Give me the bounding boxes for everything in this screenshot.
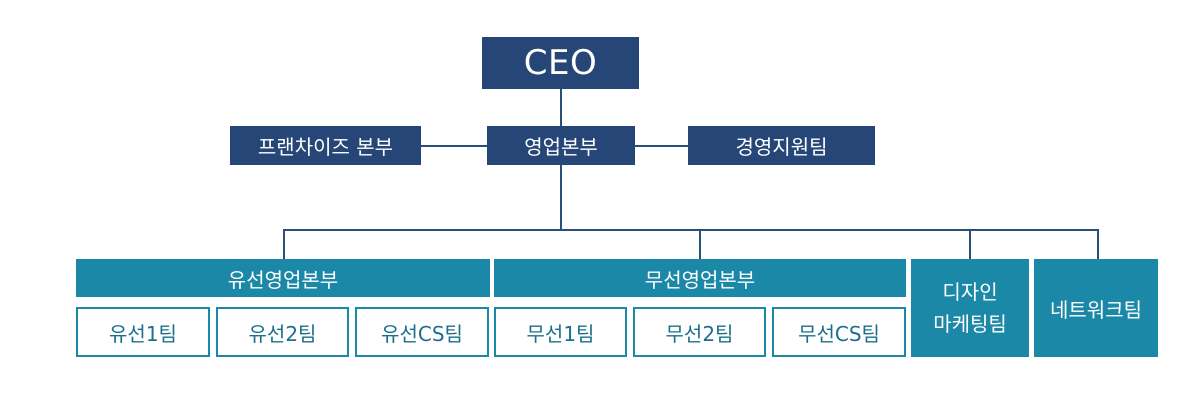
- marketing-team-label: 마케팅팀: [933, 312, 1007, 336]
- sales-hq-box: 영업본부: [487, 126, 635, 165]
- connector-franchise-sales: [421, 145, 487, 147]
- franchise-hq-box: 프랜차이즈 본부: [230, 126, 421, 165]
- wired-team-1-box: 유선1팀: [76, 307, 210, 357]
- design-marketing-team-box: 디자인 마케팅팀: [911, 259, 1029, 357]
- wired-sales-hq-box: 유선영업본부: [76, 259, 490, 297]
- wireless-team-2-box: 무선2팀: [633, 307, 766, 357]
- wireless-team-1-box: 무선1팀: [494, 307, 627, 357]
- connector-drop-design: [969, 229, 971, 259]
- connector-sales-management: [635, 145, 688, 147]
- connector-sales-down: [560, 165, 562, 230]
- design-label: 디자인: [942, 280, 998, 304]
- connector-horizontal-bus: [283, 229, 1099, 231]
- wireless-cs-team-box: 무선CS팀: [772, 307, 906, 357]
- connector-drop-wired: [283, 229, 285, 259]
- connector-ceo-sales: [560, 88, 562, 126]
- ceo-box: CEO: [482, 37, 639, 89]
- wireless-sales-hq-box: 무선영업본부: [494, 259, 906, 297]
- connector-drop-wireless: [699, 229, 701, 259]
- management-support-box: 경영지원팀: [688, 126, 875, 165]
- network-team-box: 네트워크팀: [1034, 259, 1158, 357]
- wired-team-2-box: 유선2팀: [216, 307, 349, 357]
- connector-drop-network: [1097, 229, 1099, 259]
- wired-cs-team-box: 유선CS팀: [355, 307, 489, 357]
